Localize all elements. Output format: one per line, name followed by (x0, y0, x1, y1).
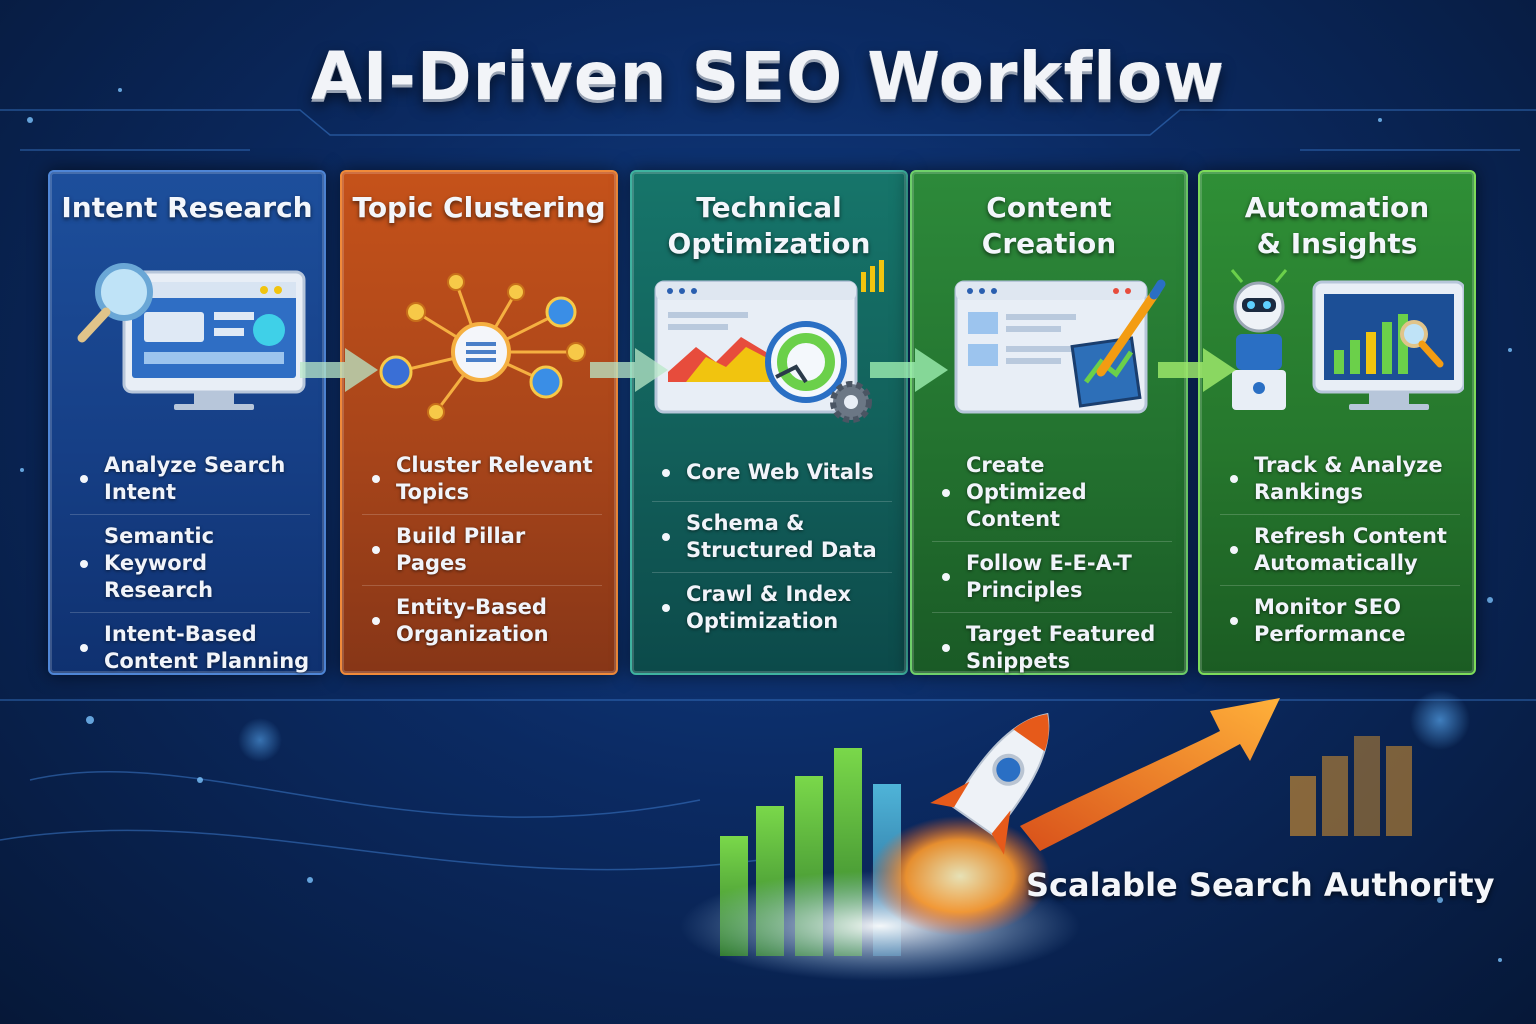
topic-network-icon (379, 273, 586, 421)
bullet-item: Schema & Structured Data (652, 502, 892, 573)
step-bullets: Create Optimized Content Follow E-E-A-T … (932, 444, 1172, 683)
flow-arrow-icon (1158, 348, 1236, 392)
bullet-item: Refresh Content Automatically (1220, 515, 1460, 586)
step-bullets: Track & Analyze Rankings Refresh Content… (1220, 444, 1460, 656)
step-technical-optimization: Technical Optimization Core Web Vitals S… (630, 170, 908, 675)
bullet-item: Target Featured Snippets (932, 613, 1172, 683)
step-title: Technical Optimization (667, 191, 871, 260)
step-bullets: Analyze Search Intent Semantic Keyword R… (70, 444, 310, 683)
bullet-item: Follow E-E-A-T Principles (932, 542, 1172, 613)
flow-arrow-icon (870, 348, 948, 392)
bullet-item: Build Pillar Pages (362, 515, 602, 586)
step-title: Automation & Insights (1244, 191, 1430, 260)
bullet-item: Monitor SEO Performance (1220, 586, 1460, 656)
magnifier-monitor-icon (77, 263, 306, 410)
tagline: Scalable Search Authority (1026, 866, 1495, 904)
bullet-item: Semantic Keyword Research (70, 515, 310, 613)
speed-gauge-gear-icon (654, 260, 884, 423)
step-bullets: Cluster Relevant Topics Build Pillar Pag… (362, 444, 602, 656)
step-title: Topic Clustering (352, 191, 606, 224)
bullet-item: Create Optimized Content (932, 444, 1172, 542)
flow-arrow-icon (300, 348, 378, 392)
step-topic-clustering: Topic Clustering Cluster Relevant Topics… (340, 170, 618, 675)
bullet-item: Entity-Based Organization (362, 586, 602, 656)
step-content-creation: Content Creation Create Optimized Conten… (910, 170, 1188, 675)
robot-analytics-icon (1230, 269, 1464, 410)
bullet-item: Analyze Search Intent (70, 444, 310, 515)
bullet-item: Track & Analyze Rankings (1220, 444, 1460, 515)
step-automation-insights: Automation & Insights Track & Analyze Ra… (1198, 170, 1476, 675)
step-title: Intent Research (61, 191, 313, 224)
step-intent-research: Intent Research Analyze Search Intent Se… (48, 170, 326, 675)
document-pencil-icon (954, 279, 1166, 414)
rocket-growth-icon (680, 698, 1412, 981)
bullet-item: Cluster Relevant Topics (362, 444, 602, 515)
step-title: Content Creation (981, 191, 1117, 260)
bullet-item: Core Web Vitals (652, 444, 892, 502)
bullet-item: Intent-Based Content Planning (70, 613, 310, 683)
step-bullets: Core Web Vitals Schema & Structured Data… (652, 444, 892, 643)
flow-arrow-icon (590, 348, 668, 392)
page-title: AI-Driven SEO Workflow (310, 38, 1226, 115)
bullet-item: Crawl & Index Optimization (652, 573, 892, 643)
